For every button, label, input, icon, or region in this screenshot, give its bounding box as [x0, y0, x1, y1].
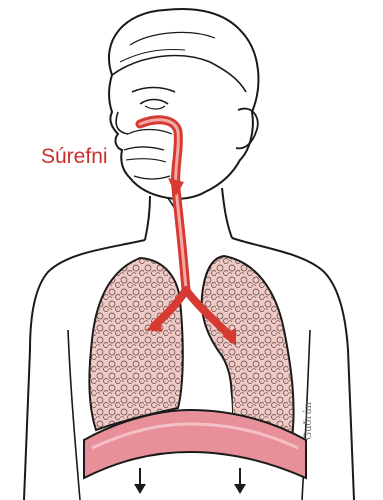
down-arrow-icon: [234, 468, 246, 494]
down-arrow-icon: [134, 468, 146, 494]
oxygen-label: Súrefni: [41, 145, 108, 169]
artist-signature: Guðrún: [303, 402, 314, 440]
head-outline: [109, 9, 258, 199]
